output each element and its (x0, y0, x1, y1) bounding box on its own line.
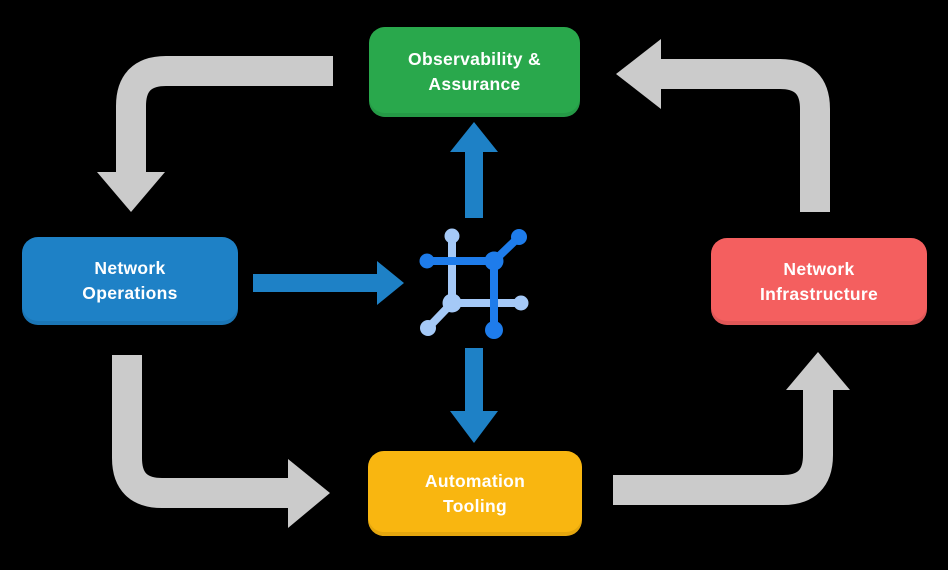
icon-node-top (444, 228, 460, 244)
node-automation-tooling: Automation Tooling (368, 451, 582, 536)
node-label-line2: Assurance (428, 74, 521, 94)
arrow-head-right (377, 261, 404, 305)
node-label-line2: Operations (82, 283, 178, 303)
icon-junction-top-right (484, 251, 504, 271)
arrow-center-to-automation (450, 348, 498, 443)
node-observability-assurance: Observability & Assurance (369, 27, 580, 117)
arrow-shaft (613, 389, 833, 505)
arrow-head-up (450, 122, 498, 152)
arrow-automation-to-infrastructure (613, 352, 850, 505)
arrow-head-down (97, 172, 165, 212)
icon-junction-bottom-left (442, 293, 462, 313)
arrow-head-up (786, 352, 850, 390)
node-label-line1: Observability & (408, 49, 541, 69)
network-platform-icon (419, 228, 529, 339)
node-label-line1: Network (783, 258, 855, 279)
arrow-infrastructure-to-observability (616, 39, 830, 212)
node-label-line1: Automation (424, 470, 526, 491)
arrow-shaft (112, 355, 290, 508)
arrow-operations-to-center (253, 261, 404, 305)
icon-node-right (513, 295, 529, 311)
icon-light-blue-half (420, 228, 529, 336)
arrow-observability-to-operations (97, 56, 333, 212)
node-network-operations: Network Operations (22, 237, 238, 325)
arrow-head-left (616, 39, 661, 109)
arrow-operations-to-automation (112, 355, 330, 528)
icon-node-top-right (511, 229, 527, 245)
node-network-infrastructure: Network Infrastructure (711, 238, 927, 325)
icon-node-left (419, 253, 435, 269)
icon-dark-blue-half (419, 229, 527, 339)
arrow-center-to-observability (450, 122, 498, 218)
node-label-line1: Network (94, 258, 166, 278)
icon-node-bottom (485, 321, 503, 339)
icon-node-bottom-left (420, 320, 436, 336)
arrow-head-down (450, 411, 498, 443)
node-label-line2: Infrastructure (760, 283, 878, 304)
arrow-head-right (288, 459, 330, 528)
arrow-shaft (659, 59, 830, 212)
arrow-shaft (116, 56, 333, 174)
node-label-line2: Tooling (443, 495, 507, 516)
